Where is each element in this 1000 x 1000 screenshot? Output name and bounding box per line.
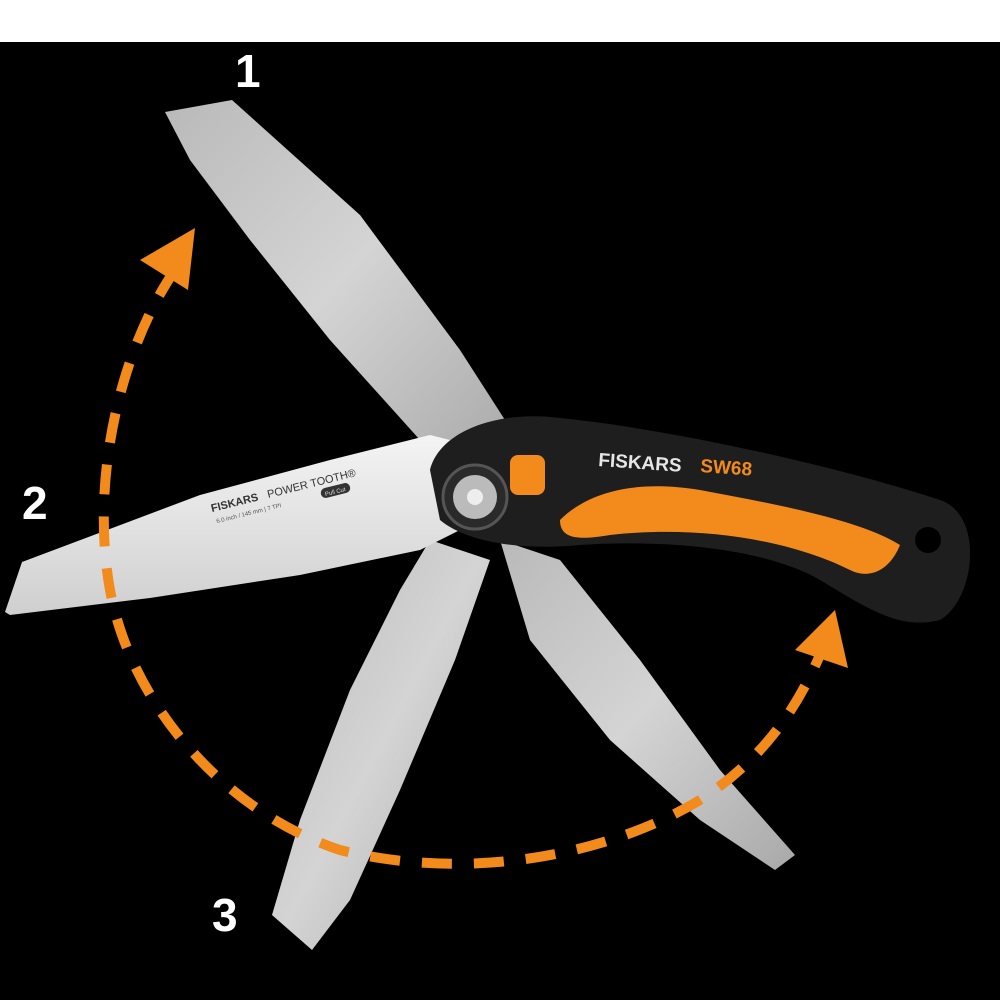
position-label-1: 1: [235, 45, 261, 97]
handle-grip: [560, 486, 900, 574]
lanyard-hole: [915, 527, 941, 553]
blade-position-1: [165, 100, 505, 470]
blade-badge: Pull Cut: [325, 487, 347, 498]
blade-position-2: [5, 435, 470, 615]
handle-model: SW68: [700, 456, 753, 481]
arrow-head-right-icon: [795, 610, 848, 668]
lock-button[interactable]: [510, 455, 545, 495]
position-label-3: 3: [212, 889, 238, 941]
rotation-arrow-path: [98, 267, 825, 869]
blade-position-4: [500, 540, 795, 870]
position-label-2: 2: [22, 477, 48, 529]
arrow-head-top-icon: [140, 228, 195, 290]
blade-position-3: [272, 540, 490, 950]
